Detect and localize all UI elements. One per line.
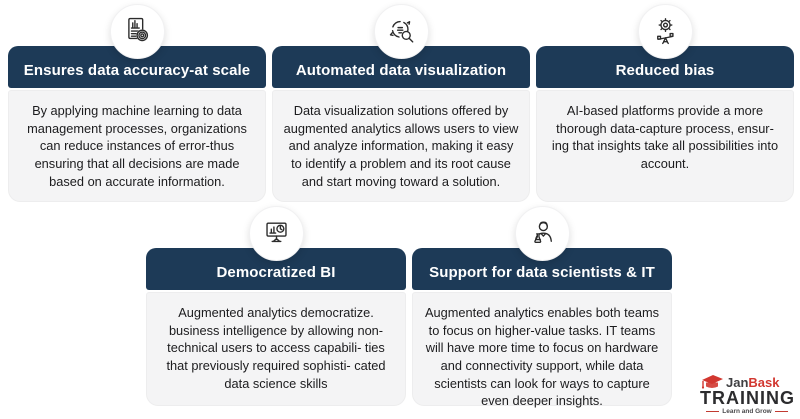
card-body: Augmented analytics democratize. busines… [146,292,406,406]
logo-brand-line: JanBask [701,375,794,390]
logo-tagline: Learn and Grow [700,408,794,415]
card-title: Ensures data accuracy-at scale [23,61,251,79]
graduation-cap-icon [701,375,723,389]
icon-circle [248,206,304,261]
scientist-flask-icon [533,221,552,244]
card-description: Augmented analytics democratize. busines… [166,305,386,391]
card-title: Reduced bias [615,61,715,79]
icon-circle [514,206,570,261]
tagline-text: Learn and Grow [722,408,772,415]
monitor-analytics-icon [265,222,287,243]
logo-brand-part1: Jan [726,375,749,390]
card-title: Democratized BI [216,263,336,281]
document-chart-fingerprint-icon [127,17,148,42]
card-title: Support for data scientists & IT [429,263,655,281]
janbask-training-logo: JanBask TRAINING Learn and Grow [700,375,795,415]
tagline-rule-left [706,411,720,412]
card-description: Data visualization solutions offered by … [283,103,519,189]
card-reduced-bias: Reduced bias AI-based platforms provide … [536,4,794,202]
icon-circle [373,4,429,59]
icon-circle [109,4,165,59]
card-ensures-data-accuracy: Ensures data accuracy-at scale By applyi… [8,4,266,202]
card-title: Automated data visualization [295,61,507,79]
gear-balance-icon [656,18,674,45]
logo-brand-part2: Bask [748,375,780,390]
card-description: By applying machine learning to data man… [27,103,247,189]
card-support-data-scientists-it: Support for data scientists & IT Augment… [412,206,672,408]
card-body: By applying machine learning to data man… [8,90,266,202]
card-description: Augmented analytics enables both teams t… [424,305,660,409]
card-body: AI-based platforms provide a more thorou… [536,90,794,202]
card-description: AI-based platforms provide a more thorou… [551,103,779,171]
logo-brand-line2: TRAINING [700,388,795,408]
tagline-rule-right [774,411,788,412]
icon-circle [637,4,693,59]
card-automated-data-visualization: Automated data visualization Data visual… [272,4,530,202]
card-body: Data visualization solutions offered by … [272,90,530,202]
card-body: Augmented analytics enables both teams t… [412,292,672,408]
donut-chart-magnifier-icon [389,20,413,43]
card-democratized-bi: Democratized BI Augmented analytics demo… [146,206,406,406]
